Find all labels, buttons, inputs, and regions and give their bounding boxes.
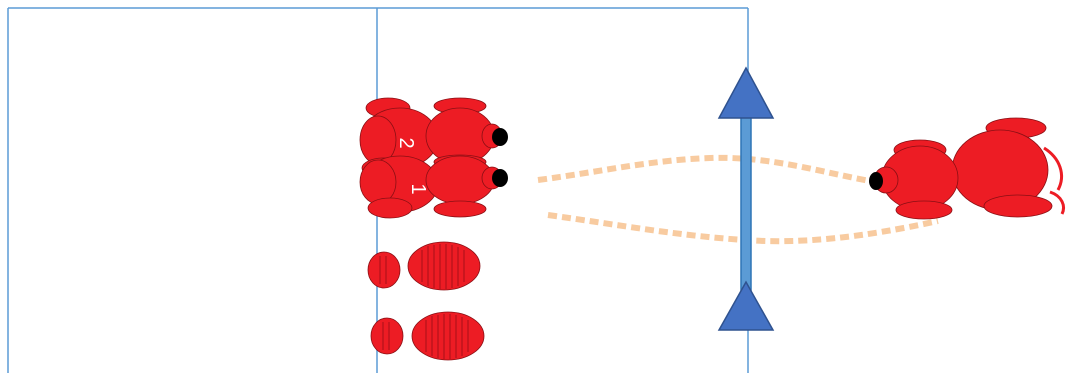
dog-top-view-icon — [360, 156, 508, 218]
dog-number-2: 2 — [395, 137, 417, 148]
cone-top — [719, 68, 773, 118]
cone-bottom — [719, 282, 773, 330]
jump-bar — [741, 95, 751, 310]
dog-number-1: 1 — [407, 183, 429, 194]
footprint-icon — [368, 242, 480, 290]
jump-bar-group — [719, 68, 773, 330]
dotted-path-upper — [538, 158, 870, 181]
footprint-icon — [371, 312, 484, 360]
dog-top-view-icon — [869, 118, 1064, 219]
